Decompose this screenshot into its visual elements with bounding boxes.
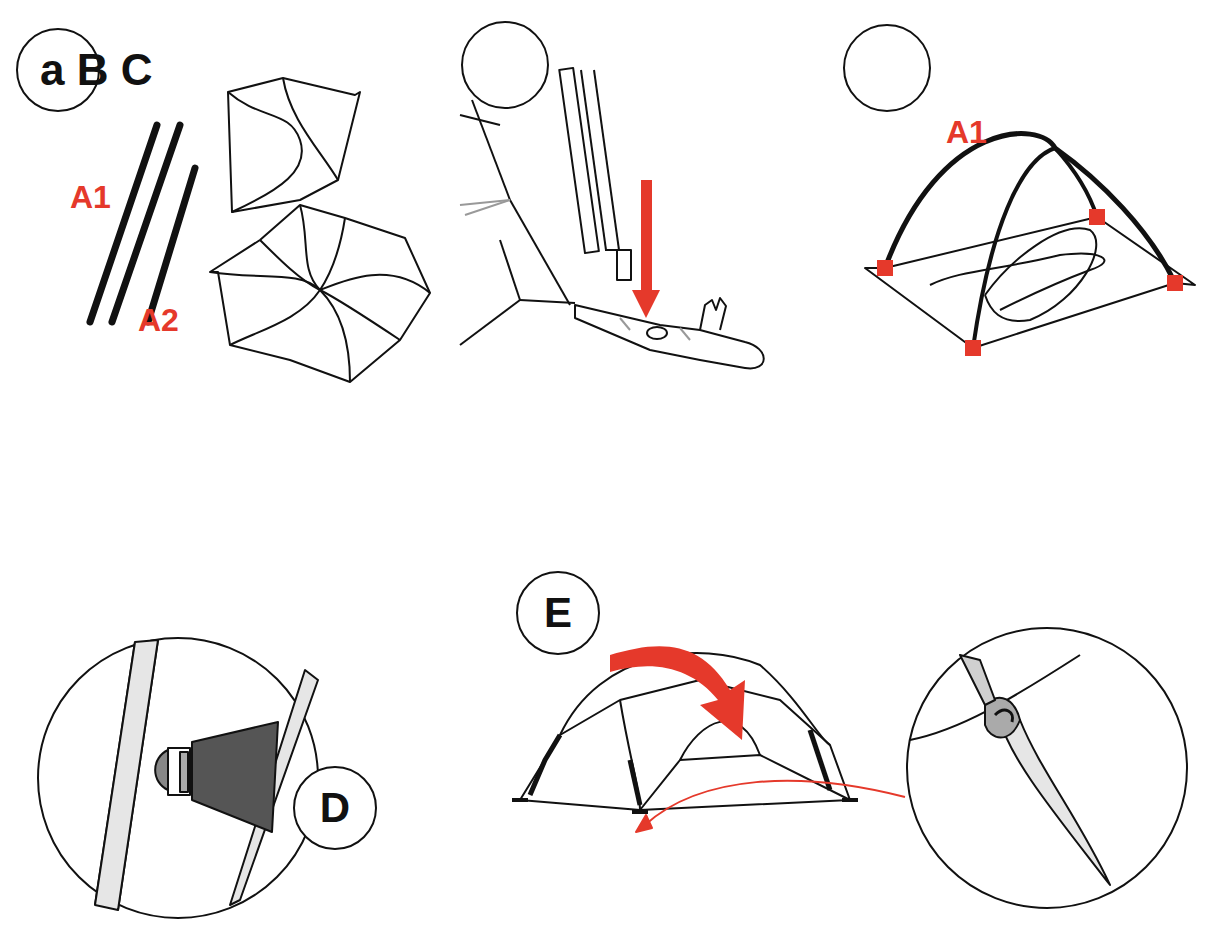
dome-frame — [865, 134, 1195, 348]
hook-detail — [907, 628, 1187, 908]
step-circle — [844, 25, 930, 111]
step-circle — [462, 22, 548, 108]
step-circle: a B C — [16, 28, 100, 112]
step-letter: a B C — [40, 48, 152, 92]
tent-poles — [90, 125, 195, 322]
step-letter: D — [320, 787, 350, 829]
step-letter: E — [544, 592, 572, 634]
fly-arrow — [610, 646, 745, 740]
detail-pointer — [636, 815, 652, 832]
flat-tent — [210, 78, 430, 382]
step-circle: D — [293, 766, 377, 850]
step-circle: E — [516, 571, 600, 655]
tent-with-fly — [512, 653, 858, 812]
corner-markers — [877, 209, 1183, 356]
part-label: A2 — [138, 304, 179, 336]
clip-detail — [38, 638, 318, 918]
part-label: A1 — [946, 116, 987, 148]
pole-strap — [460, 68, 764, 369]
insert-arrow — [632, 180, 660, 318]
part-label: A1 — [70, 181, 111, 213]
